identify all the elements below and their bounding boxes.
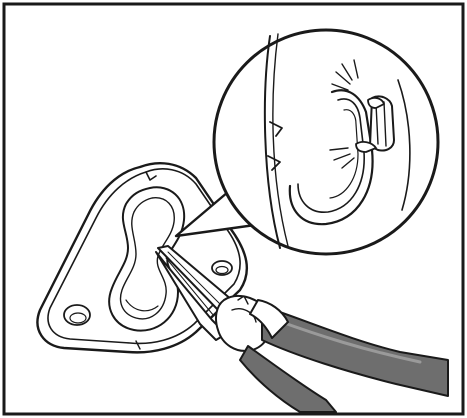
- magnified-detail: [214, 30, 438, 254]
- detail-circle: [214, 30, 438, 254]
- screw-hole-left: [64, 305, 90, 325]
